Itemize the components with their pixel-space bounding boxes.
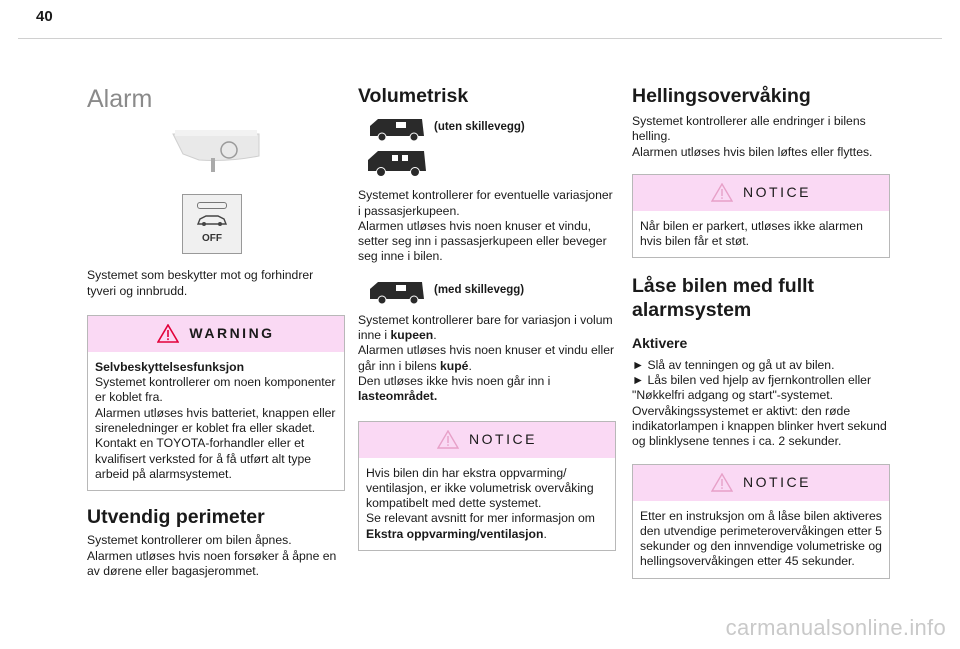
notice-box-lock: NOTICE Etter en instruksjon om å låse bi… xyxy=(632,463,890,579)
warning-triangle-icon xyxy=(157,324,180,344)
activation-result: Overvåkingssystemet er aktivt: den røde … xyxy=(632,403,887,449)
tilt-line-2: Alarmen utløses hvis bilen løftes eller … xyxy=(632,144,873,159)
step-2: ► Lås bilen ved hjelp av fjernkontrollen… xyxy=(632,373,872,403)
overhead-console-icon xyxy=(172,130,260,172)
watermark: carmanualsonline.info xyxy=(725,615,946,640)
page-number: 40 xyxy=(36,8,53,25)
notice-triangle-icon xyxy=(437,430,460,449)
warning-title: Selvbeskyttelsesfunksjon xyxy=(95,359,245,374)
notice-label: NOTICE xyxy=(743,473,811,490)
tilt-title: Hellingsovervåking xyxy=(632,85,811,107)
van-icon xyxy=(370,119,424,142)
perimeter-line-1: Systemet kontrollerer om bilen åpnes. xyxy=(87,533,292,548)
notice-text: Hvis bilen din har ekstra oppvarming/ ve… xyxy=(366,465,594,511)
alarm-intro: Systemet som beskytter mot og forhindrer… xyxy=(87,268,314,298)
notice-header: NOTICE xyxy=(633,174,889,211)
notice-box-tilt: NOTICE Når bilen er parkert, utløses ikk… xyxy=(632,173,890,259)
lock-title: Låse bilen med fullt alarmsystem xyxy=(632,275,815,322)
warning-line-2: Alarmen utløses hvis batteriet, knappen … xyxy=(95,405,336,436)
column-volumetric: Volumetrisk (uten skillevegg) Systemet k… xyxy=(358,78,616,552)
volumetric-text-5: Den utløses ikke hvis noen går inn i las… xyxy=(358,373,551,404)
notice-box-volumetric: NOTICE Hvis bilen din har ekstra oppvarm… xyxy=(358,420,616,552)
notice-triangle-icon xyxy=(711,183,734,203)
perimeter-line-2: Alarmen utløses hvis noen forsøker å åpn… xyxy=(87,548,337,578)
van-with-partition: (med skillevegg) xyxy=(368,279,616,305)
van-no-partition-label: (uten skillevegg) xyxy=(434,121,525,133)
alarm-title: Alarm xyxy=(87,85,153,113)
warning-line-1: Systemet kontrollerer om noen komponente… xyxy=(95,375,336,405)
volumetric-text-2: Alarmen utløses hvis noen knuser et vind… xyxy=(358,218,607,264)
van-crew-illustration xyxy=(366,148,616,182)
notice-header: NOTICE xyxy=(359,421,615,458)
van-partition-label: (med skillevegg) xyxy=(434,283,525,296)
van-partition-icon xyxy=(370,281,424,305)
perimeter-title: Utvendig perimeter xyxy=(87,506,265,529)
activate-title: Aktivere xyxy=(632,335,688,352)
notice-text: Når bilen er parkert, utløses ikke alarm… xyxy=(640,218,863,249)
header-divider xyxy=(18,38,942,39)
tilt-line-1: Systemet kontrollerer alle endringer i b… xyxy=(632,114,866,144)
alarm-off-button: OFF xyxy=(182,194,242,255)
volumetric-text-3: Systemet kontrollerer bare for variasjon… xyxy=(358,312,613,343)
indicator-led xyxy=(197,202,227,210)
warning-label: WARNING xyxy=(189,325,275,342)
volumetric-title: Volumetrisk xyxy=(358,85,469,107)
warning-header: WARNING xyxy=(88,315,344,352)
column-alarm: Alarm OFF Systemet som beskytter mot og … xyxy=(87,78,345,579)
console-illustration xyxy=(169,130,345,184)
volumetric-text-1: Systemet kontrollerer for eventuelle var… xyxy=(358,188,613,218)
van-no-partition: (uten skillevegg) xyxy=(368,116,616,142)
notice-header: NOTICE xyxy=(633,464,889,501)
column-tilt: Hellingsovervåking Systemet kontrollerer… xyxy=(632,78,890,579)
step-1: ► Slå av tenningen og gå ut av bilen. xyxy=(632,357,835,372)
notice-triangle-icon xyxy=(711,473,734,492)
notice-label: NOTICE xyxy=(743,184,811,201)
warning-line-3: Kontakt en TOYOTA-forhandler eller et kv… xyxy=(95,436,312,481)
volumetric-text-4: Alarmen utløses hvis noen knuser et vind… xyxy=(358,343,615,373)
car-alarm-icon xyxy=(196,215,228,227)
notice-ref: Se relevant avsnitt for mer informasjon … xyxy=(366,511,595,541)
notice-text: Etter en instruksjon om å låse bilen akt… xyxy=(640,508,882,569)
off-label: OFF xyxy=(202,233,222,245)
notice-label: NOTICE xyxy=(469,430,537,447)
warning-box: WARNING Selvbeskyttelsesfunksjon Systeme… xyxy=(87,314,345,492)
van-crew-icon xyxy=(368,151,426,177)
